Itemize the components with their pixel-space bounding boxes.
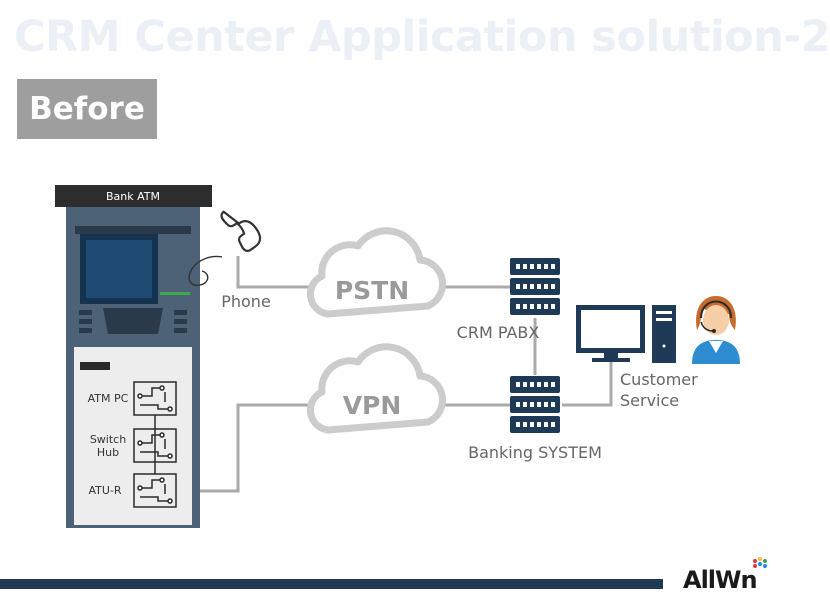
atm-receipt-slot xyxy=(80,362,110,370)
phone-label: Phone xyxy=(221,292,271,311)
computer-tower-icon xyxy=(652,305,676,363)
customer-service-label-line2: Service xyxy=(620,391,679,410)
footer-bar xyxy=(0,579,663,589)
vpn-cloud-icon xyxy=(306,343,447,434)
before-label: Before xyxy=(29,91,145,127)
circuit-board-icon xyxy=(133,381,177,416)
customer-service-agent-icon xyxy=(692,296,740,364)
page-title: CRM Center Application solution-2 xyxy=(14,12,830,62)
atm-header-bar xyxy=(55,185,212,207)
phone-to-pstn-line xyxy=(236,256,325,289)
atm-keypad xyxy=(103,308,163,334)
pstn-label: PSTN xyxy=(335,276,409,305)
banking-system-server-icon xyxy=(510,376,560,433)
atm-header-label: Bank ATM xyxy=(106,190,160,203)
logo-wordmark: AllWn xyxy=(683,566,757,594)
before-badge: Before xyxy=(17,79,157,139)
phone-icon xyxy=(188,210,262,286)
atm-pc-label: ATM PC xyxy=(88,392,129,405)
circuit-board-icon xyxy=(133,428,177,463)
vpn-label: VPN xyxy=(343,391,402,420)
circuit-board-icon xyxy=(133,473,177,508)
monitor-icon xyxy=(576,305,645,362)
atu-r-label: ATU-R xyxy=(88,484,121,497)
atur-to-vpn-line xyxy=(199,403,325,493)
allwin-logo: AllWn xyxy=(683,557,767,594)
atm-cabinet xyxy=(74,347,192,525)
crm-pabx-server-icon xyxy=(510,258,560,315)
crm-pabx-label: CRM PABX xyxy=(457,323,540,342)
banking-to-customer-line xyxy=(562,360,613,407)
banking-system-label: Banking SYSTEM xyxy=(468,443,602,462)
atm-card-slot xyxy=(160,292,190,295)
pstn-cloud-icon xyxy=(306,227,447,318)
network-diagram: Bank ATM xyxy=(55,185,740,528)
bank-atm: Bank ATM xyxy=(55,185,212,528)
switch-hub-label-line1: Switch xyxy=(90,433,126,446)
switch-hub-label-line2: Hub xyxy=(97,446,119,459)
customer-service-label-line1: Customer xyxy=(620,370,698,389)
